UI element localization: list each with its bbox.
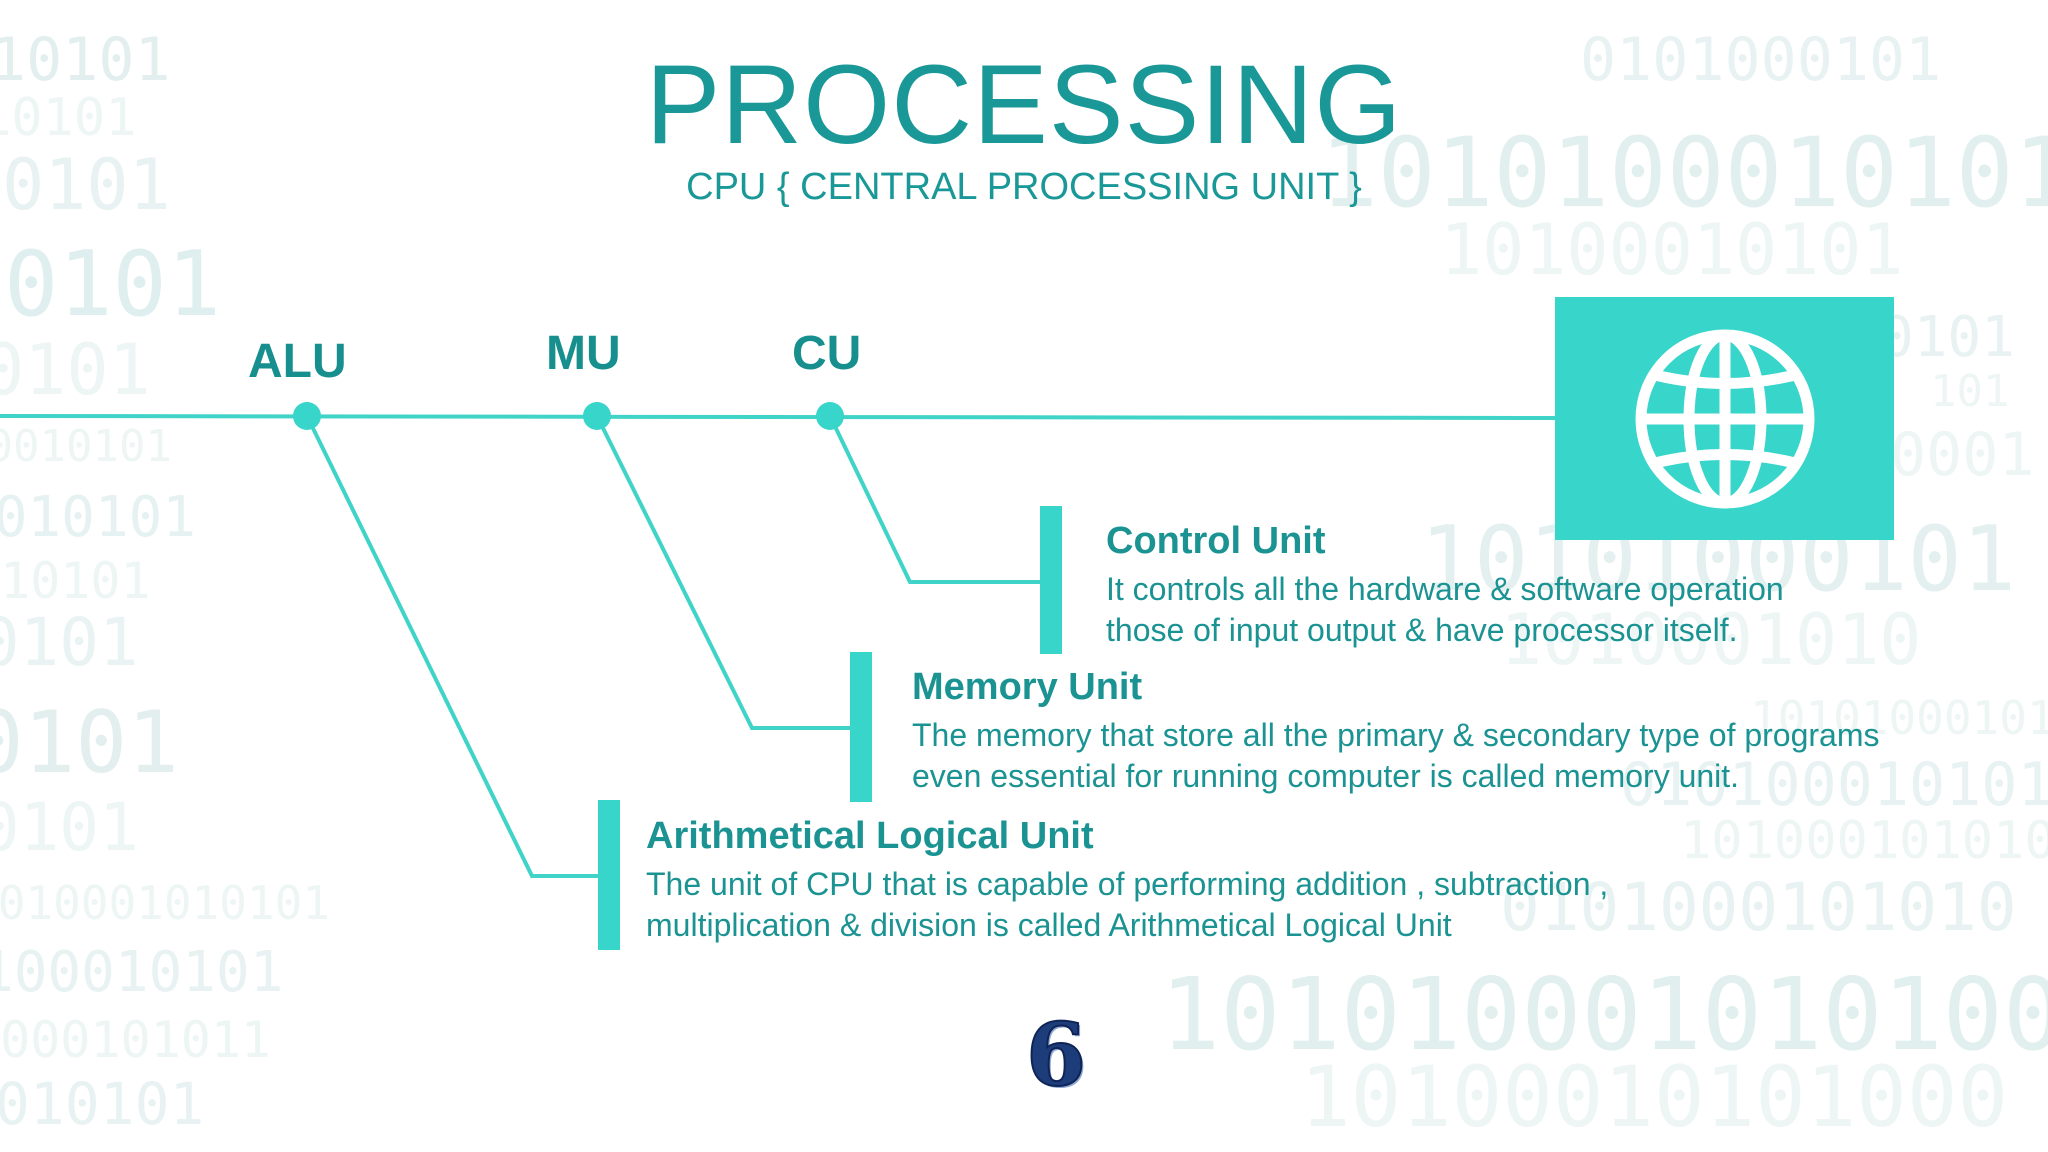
binary-decoration: 1010001010 [1500, 599, 1922, 681]
bracket-bar-cu [1040, 506, 1062, 654]
bracket-bar-mu [850, 652, 872, 802]
description-line: It controls all the hardware & software … [1106, 571, 1784, 607]
connector-alu [305, 415, 600, 878]
globe-icon-box [1555, 297, 1894, 540]
description-heading: Control Unit [1106, 520, 1326, 562]
binary-decoration: 00010101 [0, 421, 172, 472]
description-heading: Arithmetical Logical Unit [646, 815, 1094, 857]
binary-decoration: 0101000101 [1580, 25, 1942, 95]
connector-cu [828, 415, 1040, 584]
connector-mu [595, 415, 852, 730]
binary-decoration: 010101 [0, 552, 151, 610]
description-control-unit: Control Unit It controls all the hardwar… [1106, 520, 1784, 651]
binary-decoration: 10101 [0, 232, 221, 337]
binary-decoration: 10101 [0, 789, 139, 866]
binary-decoration: 100010101 [0, 940, 284, 1005]
description-alu: Arithmetical Logical Unit The unit of CP… [646, 815, 1608, 946]
node-label-alu: ALU [248, 335, 347, 388]
binary-decoration: 0101000101010 [1620, 750, 2048, 820]
binary-decoration: 1010001010101 [0, 876, 331, 930]
binary-decoration: 0101 [1880, 305, 2015, 370]
node-label-cu: CU [792, 327, 862, 380]
binary-decoration: 10101000101 [1750, 691, 2048, 745]
page-subtitle: CPU { CENTRAL PROCESSING UNIT } [686, 166, 1362, 208]
binary-decoration: 10101 [0, 693, 179, 793]
globe-icon [1635, 329, 1815, 509]
timeline-line [0, 414, 1561, 420]
description-heading: Memory Unit [912, 666, 1143, 708]
description-memory-unit: Memory Unit The memory that store all th… [912, 666, 1880, 797]
binary-decoration: 1010100010101000 [1160, 956, 2048, 1073]
description-line: those of input output & have processor i… [1106, 612, 1738, 648]
binary-decoration: 1000101011 [0, 1011, 272, 1069]
node-dot-cu [816, 402, 844, 430]
binary-decoration: 10100010101000 [1300, 1048, 2009, 1146]
node-label-mu: MU [546, 327, 621, 380]
page-number: 6 [1025, 1004, 1087, 1107]
binary-decoration: 10101 [0, 144, 171, 226]
description-line: The memory that store all the primary & … [912, 717, 1880, 753]
description-line: The unit of CPU that is capable of perfo… [646, 866, 1609, 902]
binary-decoration: 1010100010101 [1320, 117, 2048, 229]
binary-decoration: 10101 [0, 604, 139, 681]
binary-decoration: 0001 [1890, 420, 2035, 490]
description-line: even essential for running computer is c… [912, 758, 1740, 794]
binary-decoration: 10100010101 [1440, 209, 1904, 291]
binary-decoration: 101 [1930, 366, 2010, 417]
binary-decoration: 0010101 [0, 485, 197, 550]
binary-decoration: 0010101 [0, 1070, 205, 1138]
binary-decoration: 0101000101010 [1500, 869, 2017, 946]
binary-decoration: 10101 [0, 329, 151, 411]
binary-decoration: 10101 [0, 88, 137, 148]
description-line: multiplication & division is called Arit… [646, 907, 1452, 943]
page-title: PROCESSING [645, 42, 1403, 167]
binary-decoration: 10101 [0, 25, 171, 95]
node-dot-mu [583, 402, 611, 430]
bracket-bar-alu [598, 800, 620, 950]
node-dot-alu [293, 402, 321, 430]
binary-decoration: 101000101010 [1680, 811, 2048, 871]
